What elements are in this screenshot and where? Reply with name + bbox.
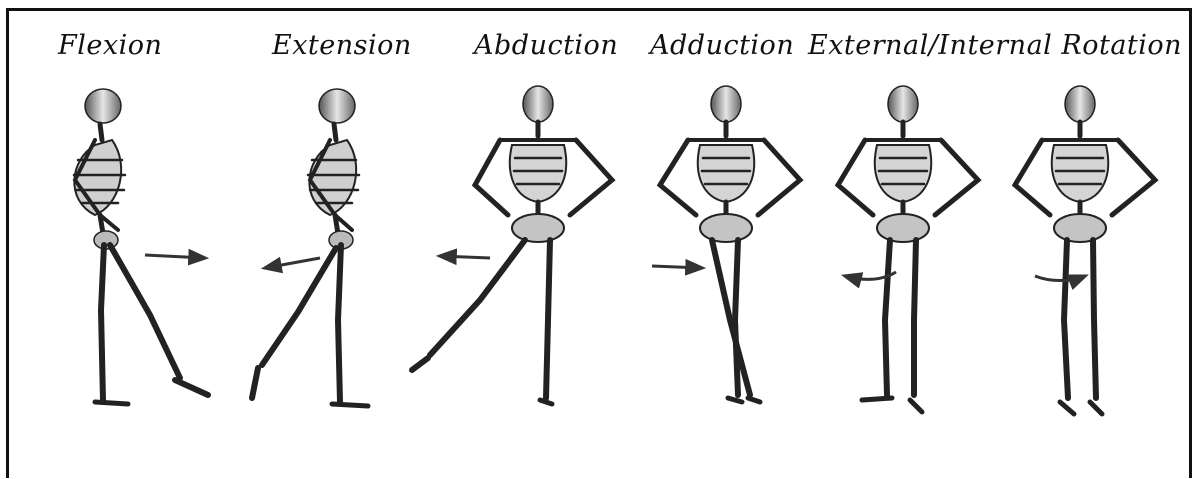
skeleton-adduction: [660, 86, 800, 402]
skeleton-extension: [252, 89, 368, 406]
skeleton-flexion: [74, 89, 208, 404]
skeleton-internal-rotation: [1015, 86, 1155, 414]
arrow-right-flexion: [145, 255, 205, 258]
skeleton-abduction: [412, 86, 612, 404]
arrow-curved-right-rotation: [1035, 276, 1085, 281]
arrow-left-abduction: [440, 256, 490, 258]
skeleton-external-rotation: [838, 86, 978, 412]
arrow-left-extension: [265, 258, 320, 268]
arrow-right-adduction: [652, 266, 702, 268]
